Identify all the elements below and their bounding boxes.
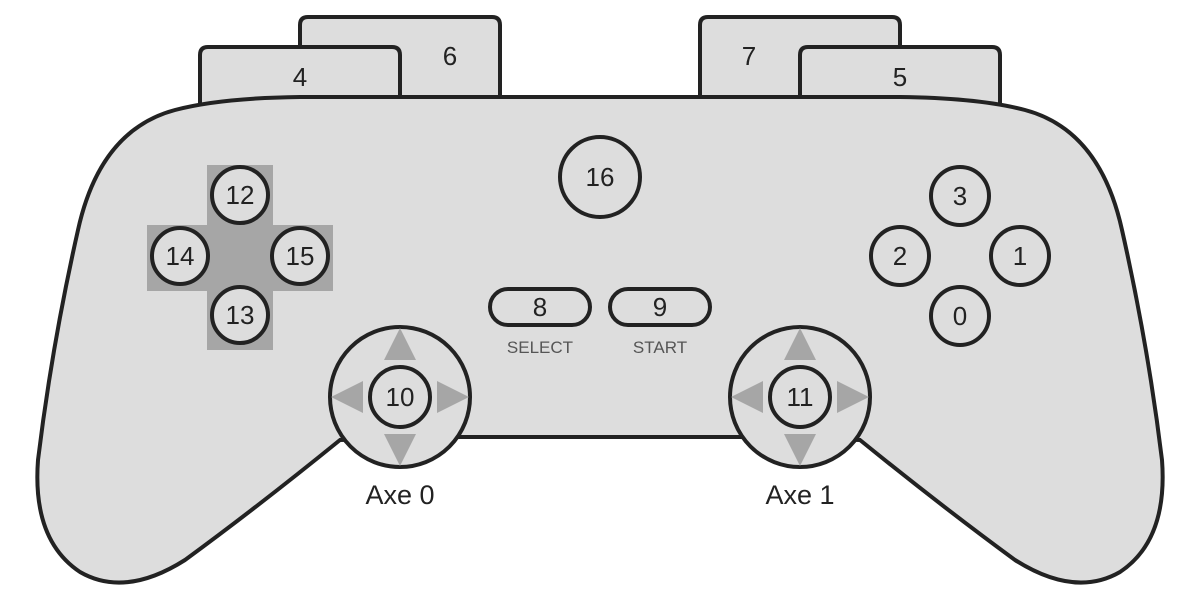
stick-button-11[interactable] <box>768 365 832 429</box>
face-button-0[interactable]: 0 <box>929 285 991 347</box>
bumper-5-label: 5 <box>893 62 907 92</box>
axe-0-label: Axe 0 <box>365 480 434 510</box>
start-button-9[interactable]: 9 <box>608 287 712 327</box>
button-10-label: 10 <box>386 382 415 412</box>
right-stick[interactable]: 11 <box>728 325 872 469</box>
arrow-up-icon <box>784 328 816 360</box>
arrow-right-icon <box>437 381 469 413</box>
face-button-2[interactable]: 2 <box>869 225 931 287</box>
dpad-down-button-13[interactable]: 13 <box>210 285 270 345</box>
trigger-7-label: 7 <box>742 41 756 71</box>
left-stick[interactable]: 10 <box>328 325 472 469</box>
trigger-6-label: 6 <box>443 41 457 71</box>
button-16-label: 16 <box>586 162 615 192</box>
button-15-label: 15 <box>286 241 315 271</box>
arrow-up-icon <box>384 328 416 360</box>
dpad-right-button-15[interactable]: 15 <box>270 226 330 286</box>
button-1-label: 1 <box>1013 241 1027 271</box>
arrow-left-icon <box>331 381 363 413</box>
button-8-label: 8 <box>533 292 547 322</box>
axe-1-label: Axe 1 <box>765 480 834 510</box>
arrow-down-icon <box>384 434 416 466</box>
button-9-label: 9 <box>653 292 667 322</box>
bumper-4-label: 4 <box>293 62 307 92</box>
button-12-label: 12 <box>226 180 255 210</box>
face-button-1[interactable]: 1 <box>989 225 1051 287</box>
face-button-3[interactable]: 3 <box>929 165 991 227</box>
arrow-left-icon <box>731 381 763 413</box>
arrow-down-icon <box>784 434 816 466</box>
controller-body <box>35 95 1165 585</box>
button-11-label: 11 <box>787 382 814 412</box>
stick-button-10[interactable] <box>368 365 432 429</box>
button-0-label: 0 <box>953 301 967 331</box>
dpad-up-button-12[interactable]: 12 <box>210 165 270 225</box>
bumper-4[interactable]: 4 <box>198 45 402 112</box>
arrow-right-icon <box>837 381 869 413</box>
select-button-8[interactable]: 8 <box>488 287 592 327</box>
button-14-label: 14 <box>166 241 195 271</box>
select-label: SELECT <box>507 338 573 357</box>
dpad-left-button-14[interactable]: 14 <box>150 226 210 286</box>
button-3-label: 3 <box>953 181 967 211</box>
button-2-label: 2 <box>893 241 907 271</box>
home-button-16[interactable]: 16 <box>558 135 642 219</box>
start-label: START <box>633 338 687 357</box>
bumper-5[interactable]: 5 <box>798 45 1002 112</box>
button-13-label: 13 <box>226 300 255 330</box>
